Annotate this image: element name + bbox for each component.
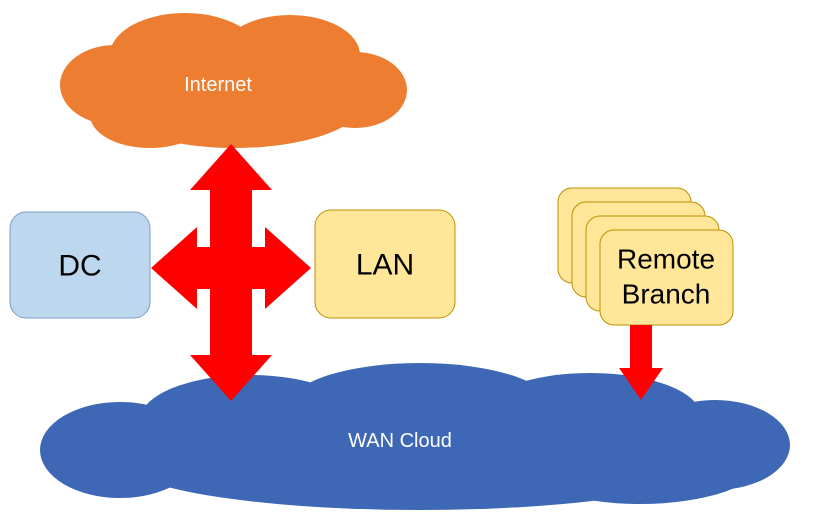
remote-branch-label-line2: Branch xyxy=(622,279,711,310)
wan-cloud xyxy=(40,363,790,510)
branch-to-wan-arrow xyxy=(619,325,663,400)
wan-cloud-label: WAN Cloud xyxy=(348,430,452,452)
four-way-arrow xyxy=(151,144,311,401)
cloud-bump xyxy=(520,420,760,504)
dc-label: DC xyxy=(58,250,101,283)
internet-label: Internet xyxy=(184,74,252,96)
internet-cloud xyxy=(60,13,407,148)
lan-label: LAN xyxy=(356,249,414,282)
dc-node xyxy=(9,211,151,319)
lan-node xyxy=(314,209,456,319)
remote-branch-stack xyxy=(557,187,734,326)
remote-branch-card-front xyxy=(599,229,734,326)
cloud-bump xyxy=(90,82,210,148)
remote-branch-label-line1: Remote xyxy=(617,244,715,275)
